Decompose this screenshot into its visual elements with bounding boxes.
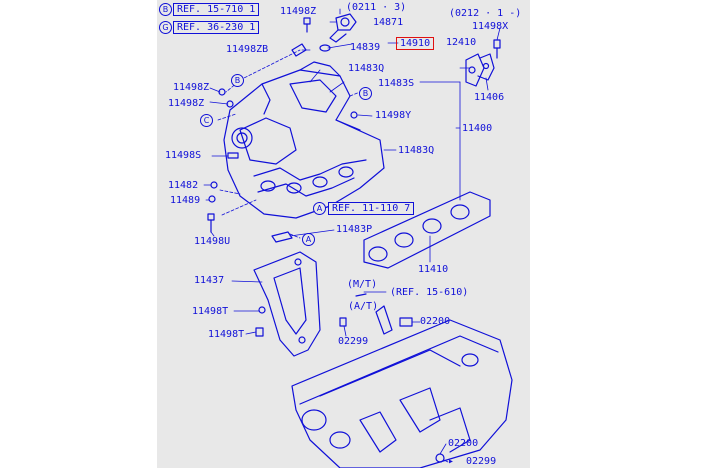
dipstick-guide-mt-at (355, 293, 393, 335)
part-11498y[interactable]: 11498Y (375, 110, 412, 121)
ref-15-710-text: REF. 15-710 (177, 4, 244, 15)
ref-marker-b: B (159, 3, 172, 16)
ref-15-610[interactable]: (REF. 15-610) (390, 287, 469, 298)
part-11498zb[interactable]: 11498ZB (226, 44, 269, 55)
part-11498z-b[interactable]: 11498Z (168, 98, 205, 109)
part-11498z-a[interactable]: 11498Z (173, 82, 210, 93)
bolt-11498x (493, 39, 501, 59)
date-range-2: (0212 · 1 -) (449, 8, 522, 19)
part-11498z-top[interactable]: 11498Z (280, 6, 317, 17)
bolt-11498z-top (303, 17, 311, 33)
stud-11498u (207, 213, 215, 233)
bracket-12410 (465, 53, 485, 87)
part-02299-a[interactable]: 02299 (338, 336, 369, 347)
part-11498x[interactable]: 11498X (472, 21, 509, 32)
ref-11-110[interactable]: REF. 11-110 7 (328, 202, 415, 215)
part-12410[interactable]: 12410 (446, 37, 477, 48)
diagram-sheet (157, 0, 530, 468)
ref-36-230-text: REF. 36-230 (177, 22, 244, 33)
part-11406[interactable]: 11406 (474, 92, 505, 103)
marker-b-1: B (231, 74, 244, 87)
part-11483s[interactable]: 11483S (378, 78, 415, 89)
part-02200-b[interactable]: 02200 (448, 438, 479, 449)
date-range-1: (0211 · 3) (346, 2, 407, 13)
part-11498t-b[interactable]: 11498T (208, 329, 245, 340)
part-02200-a[interactable]: 02200 (420, 316, 451, 327)
part-11498u[interactable]: 11498U (194, 236, 231, 247)
part-11483p[interactable]: 11483P (336, 224, 373, 235)
part-11498s[interactable]: 11498S (165, 150, 202, 161)
marker-a-2: A (302, 233, 315, 246)
part-11483q-top[interactable]: 11483Q (348, 63, 385, 74)
ref-11-110-page: 7 (404, 203, 411, 214)
part-11483q-mid[interactable]: 11483Q (398, 145, 435, 156)
clip-02200-a (399, 317, 413, 327)
ref-15-710-page: 1 (249, 4, 256, 15)
label-mt: (M/T) (347, 279, 378, 290)
label-at: (A/T) (348, 301, 379, 312)
gasket-11406 (477, 53, 495, 81)
part-11410[interactable]: 11410 (418, 264, 449, 275)
part-14910-highlighted[interactable]: 14910 (396, 37, 435, 50)
part-11482[interactable]: 11482 (168, 180, 199, 191)
part-11437[interactable]: 11437 (194, 275, 225, 286)
leader-lines (203, 8, 501, 463)
cylinder-head (291, 319, 513, 468)
bolt-11498t-b (255, 327, 264, 337)
ref-36-230[interactable]: REF. 36-230 1 (173, 21, 260, 34)
marker-b-2: B (359, 87, 372, 100)
part-14839[interactable]: 14839 (350, 42, 381, 53)
part-11498t-a[interactable]: 11498T (192, 306, 229, 317)
part-11400[interactable]: 11400 (462, 123, 493, 134)
washer-11489 (208, 195, 216, 203)
part-02299-b[interactable]: 02299 (466, 456, 497, 467)
intake-manifold-11400 (223, 61, 385, 219)
bolt-02299-a (339, 317, 347, 327)
part-11489[interactable]: 11489 (170, 195, 201, 206)
bracket-11437 (253, 251, 321, 357)
bolt-11498t-a (258, 306, 266, 314)
marker-c: C (200, 114, 213, 127)
ref-36-230-page: 1 (249, 22, 256, 33)
ref-marker-g: G (159, 21, 172, 34)
dash-indicator: ▸ (448, 456, 455, 467)
sensor-assembly-14871 (329, 13, 357, 43)
stud-11498s (227, 152, 239, 159)
stud-11498y (350, 111, 358, 119)
ref-15-710[interactable]: REF. 15-710 1 (173, 3, 260, 16)
screw-11483p-side (271, 231, 293, 243)
marker-a-1: A (313, 202, 326, 215)
gasket-11483p (363, 191, 491, 269)
bolt-11482 (210, 181, 218, 189)
part-14871[interactable]: 14871 (373, 17, 404, 28)
ref-11-110-text: REF. 11-110 (332, 203, 399, 214)
